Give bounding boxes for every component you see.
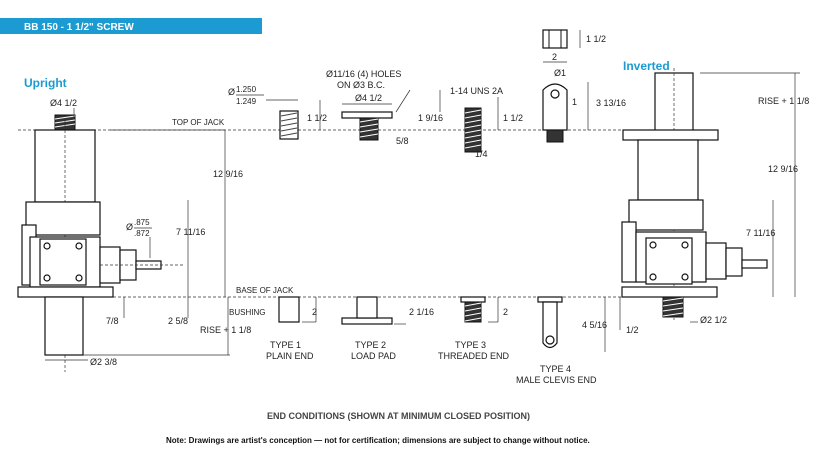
dim-inv-height: 12 9/16 [768, 164, 798, 174]
type3-threaded-end: 1-14 UNS 2A 1 1/2 1/4 2 TYPE 3 THREADED … [438, 86, 523, 361]
label-inverted: Inverted [623, 59, 670, 73]
dim-t3-len: 1 1/2 [503, 113, 523, 123]
dim-t1-dia-sym: Ø [228, 87, 235, 97]
bushing-label: BUSHING [229, 308, 265, 317]
dim-t1-bottom: 2 [312, 307, 317, 317]
dim-t3-thread: 1-14 UNS 2A [450, 86, 503, 96]
dim-t3-quarter: 1/4 [475, 149, 488, 159]
dim-t2-h: 1 9/16 [418, 113, 443, 123]
inverted-jack: RISE + 1 1/8 12 9/16 7 11/16 Ø2 1/2 1/2 [619, 68, 809, 335]
dim-t4-bottom: 4 5/16 [582, 320, 607, 330]
header-title: BB 150 - 1 1/2" SCREW [24, 22, 134, 33]
dim-up-shaft-height: 7 11/16 [176, 227, 205, 237]
dim-t2-thk: 5/8 [396, 136, 409, 146]
dim-up-shaft-dia-lo: .872 [134, 229, 150, 238]
dim-up-base2: 2 5/8 [168, 316, 188, 326]
dim-t4-one: 1 [572, 97, 577, 107]
dim-t4-pin: Ø1 [554, 68, 566, 78]
dim-t1-dia-lo: 1.249 [236, 97, 257, 106]
dim-up-base: 7/8 [106, 316, 119, 326]
dim-t2-bottom: 2 1/16 [409, 307, 434, 317]
dim-t4-w: 2 [552, 52, 557, 62]
dim-up-height: 12 9/16 [213, 169, 243, 179]
dim-t1-dia-hi: 1.250 [236, 85, 257, 94]
label-upright: Upright [24, 76, 67, 90]
type4-line1: TYPE 4 [540, 364, 571, 374]
dim-t1-len: 1 1/2 [307, 113, 327, 123]
upright-jack: Ø4 1/2 12 9/16 Ø .875 .872 7 11/16 7/8 2… [17, 98, 251, 372]
dim-up-dia-top: Ø4 1/2 [50, 98, 77, 108]
type4-line2: MALE CLEVIS END [516, 375, 597, 385]
type2-line1: TYPE 2 [355, 340, 386, 350]
caption: END CONDITIONS (SHOWN AT MINIMUM CLOSED … [267, 411, 530, 421]
type4-clevis-end: 1 1/2 2 Ø1 1 3 13/16 4 5/16 TYPE 4 MALE … [516, 29, 626, 385]
dim-t2-bc: ON Ø3 B.C. [337, 80, 385, 90]
dim-up-shaft-dia-hi: .875 [134, 218, 150, 227]
type1-plain-end: Ø 1.250 1.249 1 1/2 2 TYPE 1 PLAIN END [228, 85, 327, 361]
dim-inv-bottom-dia: Ø2 1/2 [700, 315, 727, 325]
dim-t2-dia: Ø4 1/2 [355, 93, 382, 103]
dim-t4-h1: 1 1/2 [586, 34, 606, 44]
type2-load-pad: Ø11/16 (4) HOLES ON Ø3 B.C. Ø4 1/2 1 9/1… [326, 69, 443, 361]
type1-line2: PLAIN END [266, 351, 314, 361]
type2-line2: LOAD PAD [351, 351, 396, 361]
dim-up-rise: RISE + 1 1/8 [200, 325, 251, 335]
dim-inv-half: 1/2 [626, 325, 639, 335]
base-of-jack-label: BASE OF JACK [236, 286, 294, 295]
top-of-jack-label: TOP OF JACK [172, 118, 225, 127]
type3-line2: THREADED END [438, 351, 510, 361]
dim-inv-rise: RISE + 1 1/8 [758, 96, 809, 106]
dim-up-shaft-dia-sym: Ø [126, 222, 133, 232]
dim-t3-bottom: 2 [503, 307, 508, 317]
header-banner [0, 18, 262, 34]
type1-line1: TYPE 1 [270, 340, 301, 350]
dim-inv-shaft-height: 7 11/16 [746, 228, 775, 238]
dim-t2-holes: Ø11/16 (4) HOLES [326, 69, 401, 79]
type3-line1: TYPE 3 [455, 340, 486, 350]
dim-t4-h2: 3 13/16 [596, 98, 626, 108]
dim-up-tube-dia: Ø2 3/8 [90, 357, 117, 367]
disclaimer-note: Note: Drawings are artist's conception —… [166, 436, 590, 445]
